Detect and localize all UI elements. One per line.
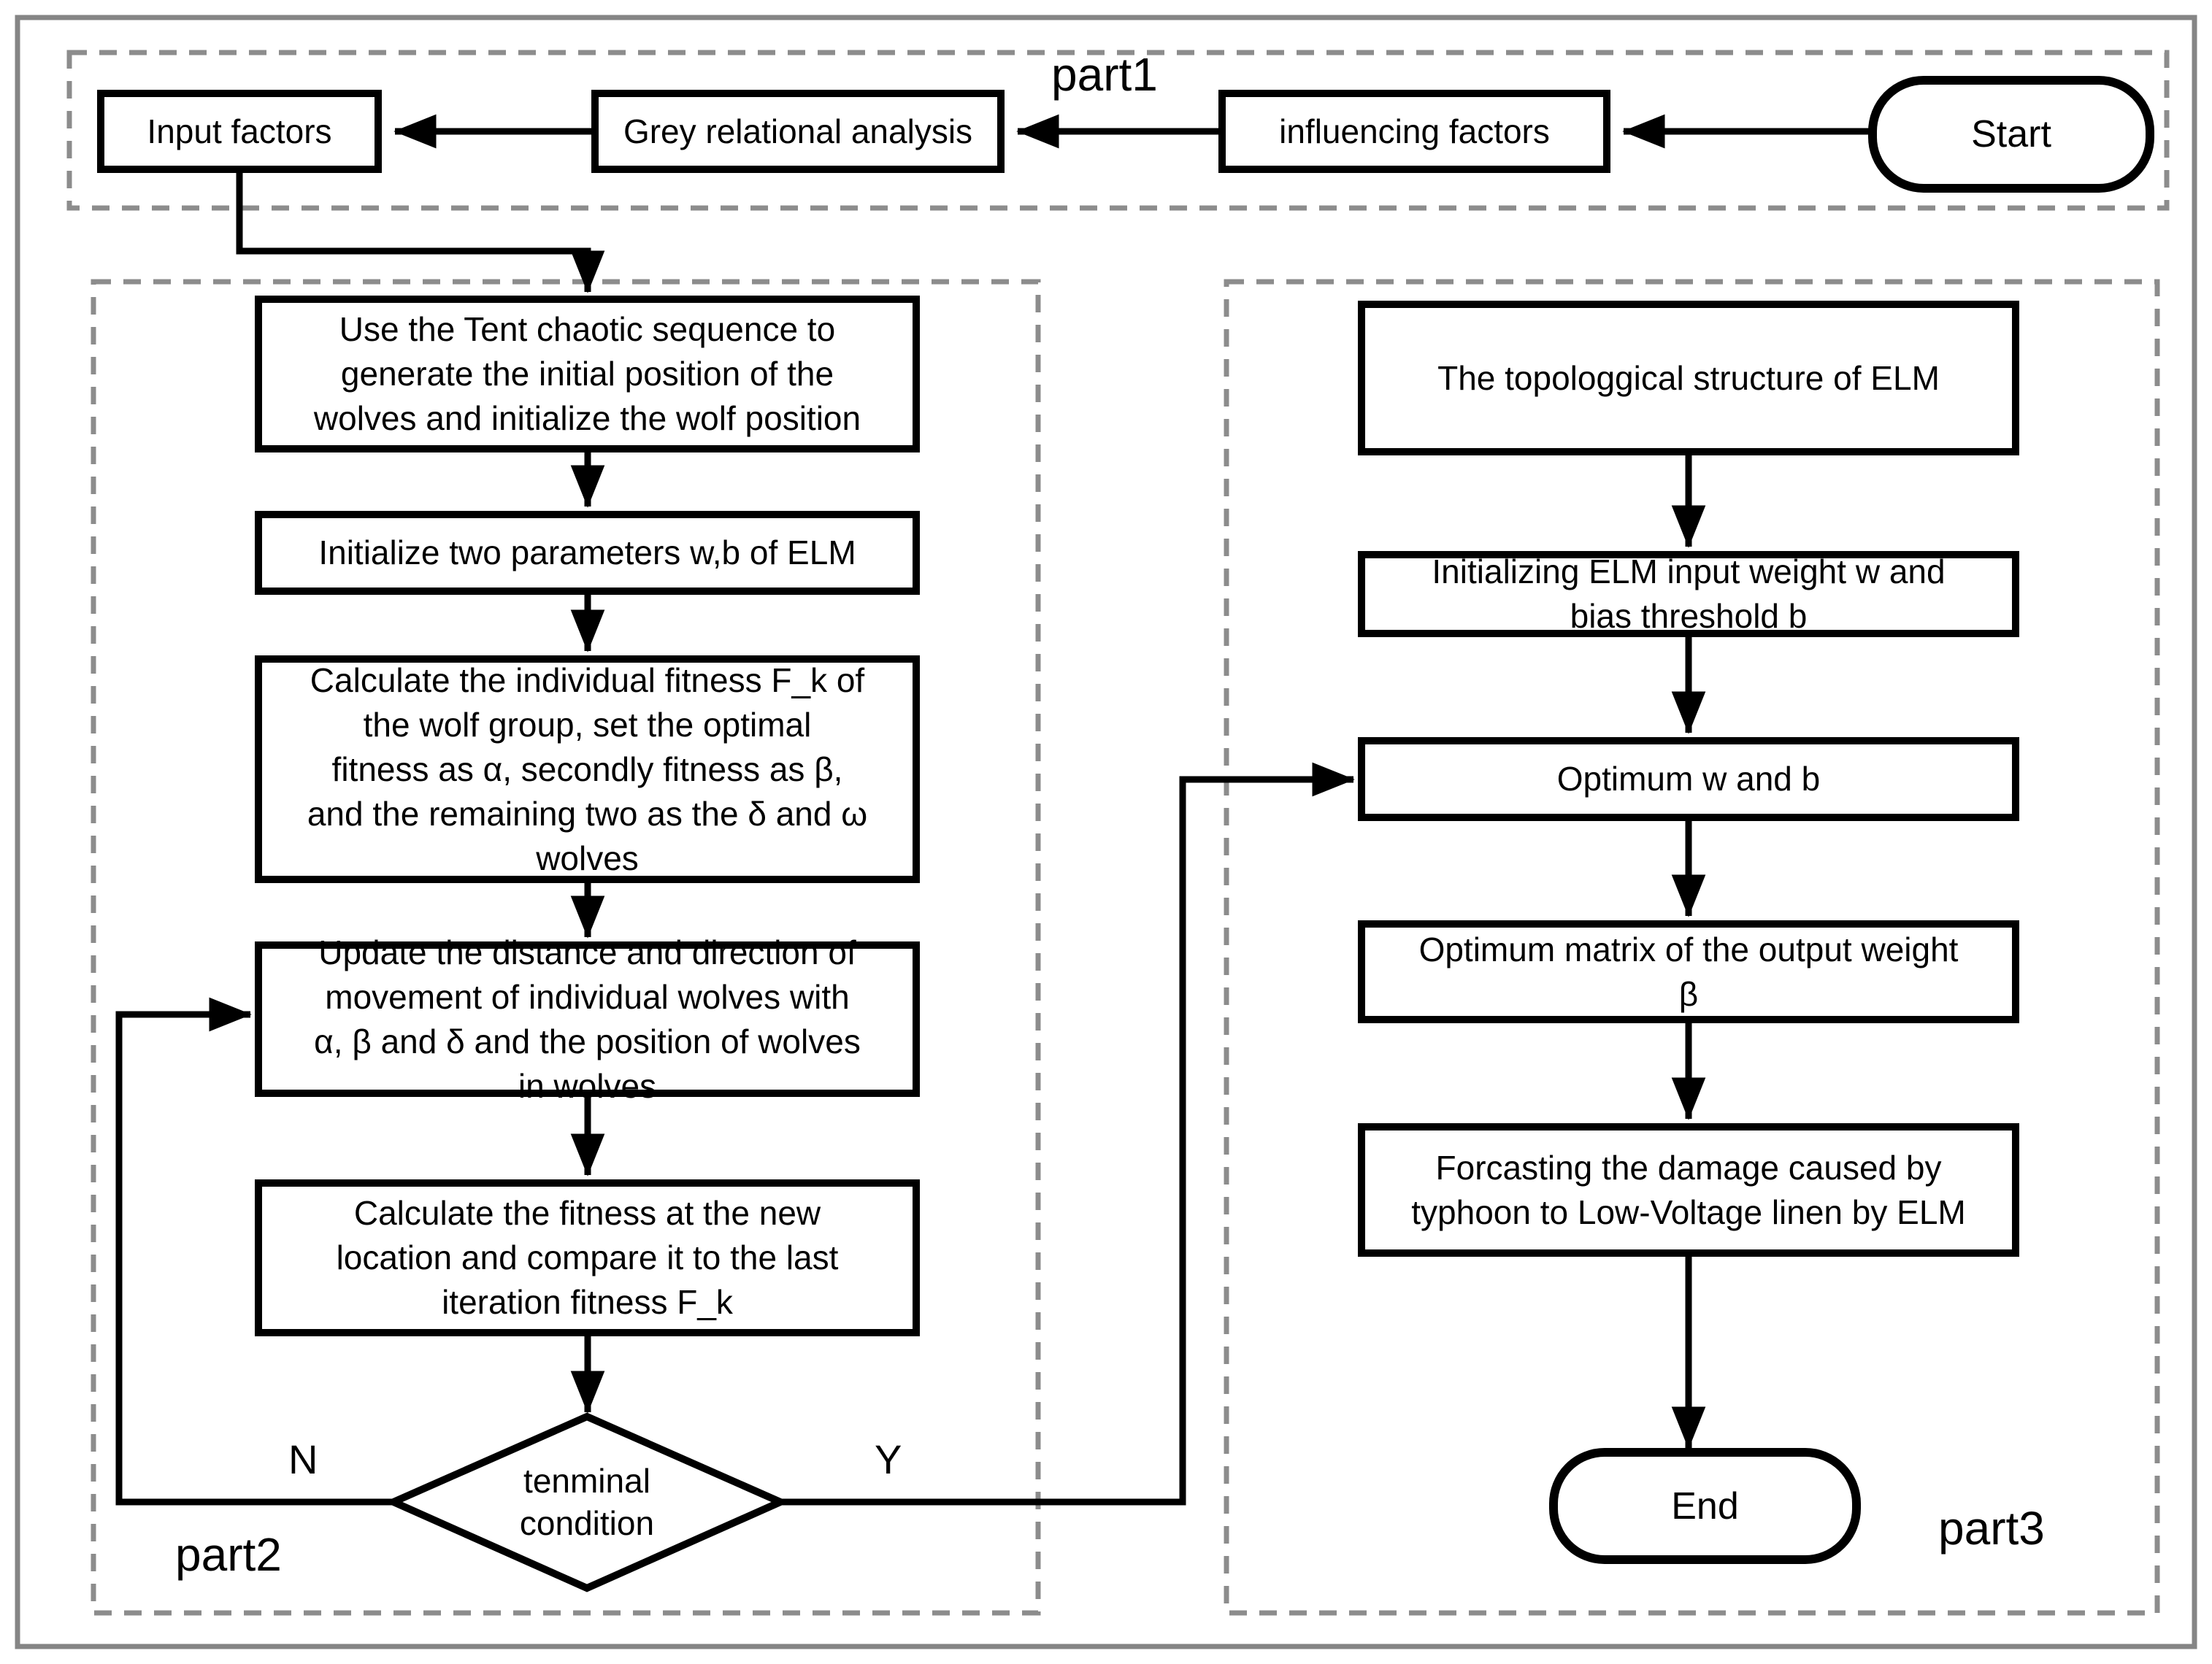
outer-frame: [15, 15, 2197, 1649]
end-terminal: End: [1671, 1484, 1739, 1528]
node-grey-relational-analysis: Grey relational analysis: [591, 90, 1005, 173]
start-terminal: Start: [1971, 113, 2051, 155]
decision-label: tenminal condition: [519, 1462, 655, 1542]
node-calculate-individual-fitness: Calculate the individual fitness F_k of …: [255, 655, 920, 883]
node-influencing-factors: influencing factors: [1218, 90, 1610, 173]
part1-container: [66, 50, 2170, 211]
part3-label: part3: [1938, 1502, 2045, 1555]
node-input-factors: Input factors: [97, 90, 382, 173]
end-shape: [1549, 1448, 1861, 1564]
arrow-decision-yes-to-optimum: [780, 762, 1355, 1506]
node-optimum-w-b: Optimum w and b: [1358, 737, 2019, 821]
decision-diamond: [384, 1412, 790, 1592]
node-initializing-weight-bias: Initializing ELM input weight w and bias…: [1358, 551, 2019, 637]
part3-container: [1224, 279, 2160, 1616]
node-topological-structure: The topologgical structure of ELM: [1358, 301, 2019, 455]
node-update-distance-direction: Update the distance and direction of mov…: [255, 933, 920, 1105]
decision-no-label: N: [288, 1436, 318, 1482]
decision-yes-label: Y: [875, 1436, 902, 1482]
arrow-decision-no-loop: [115, 997, 393, 1506]
node-forecasting-damage: Forcasting the damage caused by typhoon …: [1358, 1123, 2019, 1257]
node-initialize-parameters: Initialize two parameters w,b of ELM: [255, 511, 920, 595]
node-optimum-output-weight: Optimum matrix of the output weight β: [1358, 920, 2019, 1023]
arrow-input-to-step1: [236, 173, 605, 293]
part2-label: part2: [175, 1528, 282, 1581]
node-calculate-new-fitness: Calculate the fitness at the new locatio…: [255, 1179, 920, 1336]
part1-label: part1: [1051, 48, 1158, 101]
node-tent-chaotic-init: Use the Tent chaotic sequence to generat…: [255, 296, 920, 452]
